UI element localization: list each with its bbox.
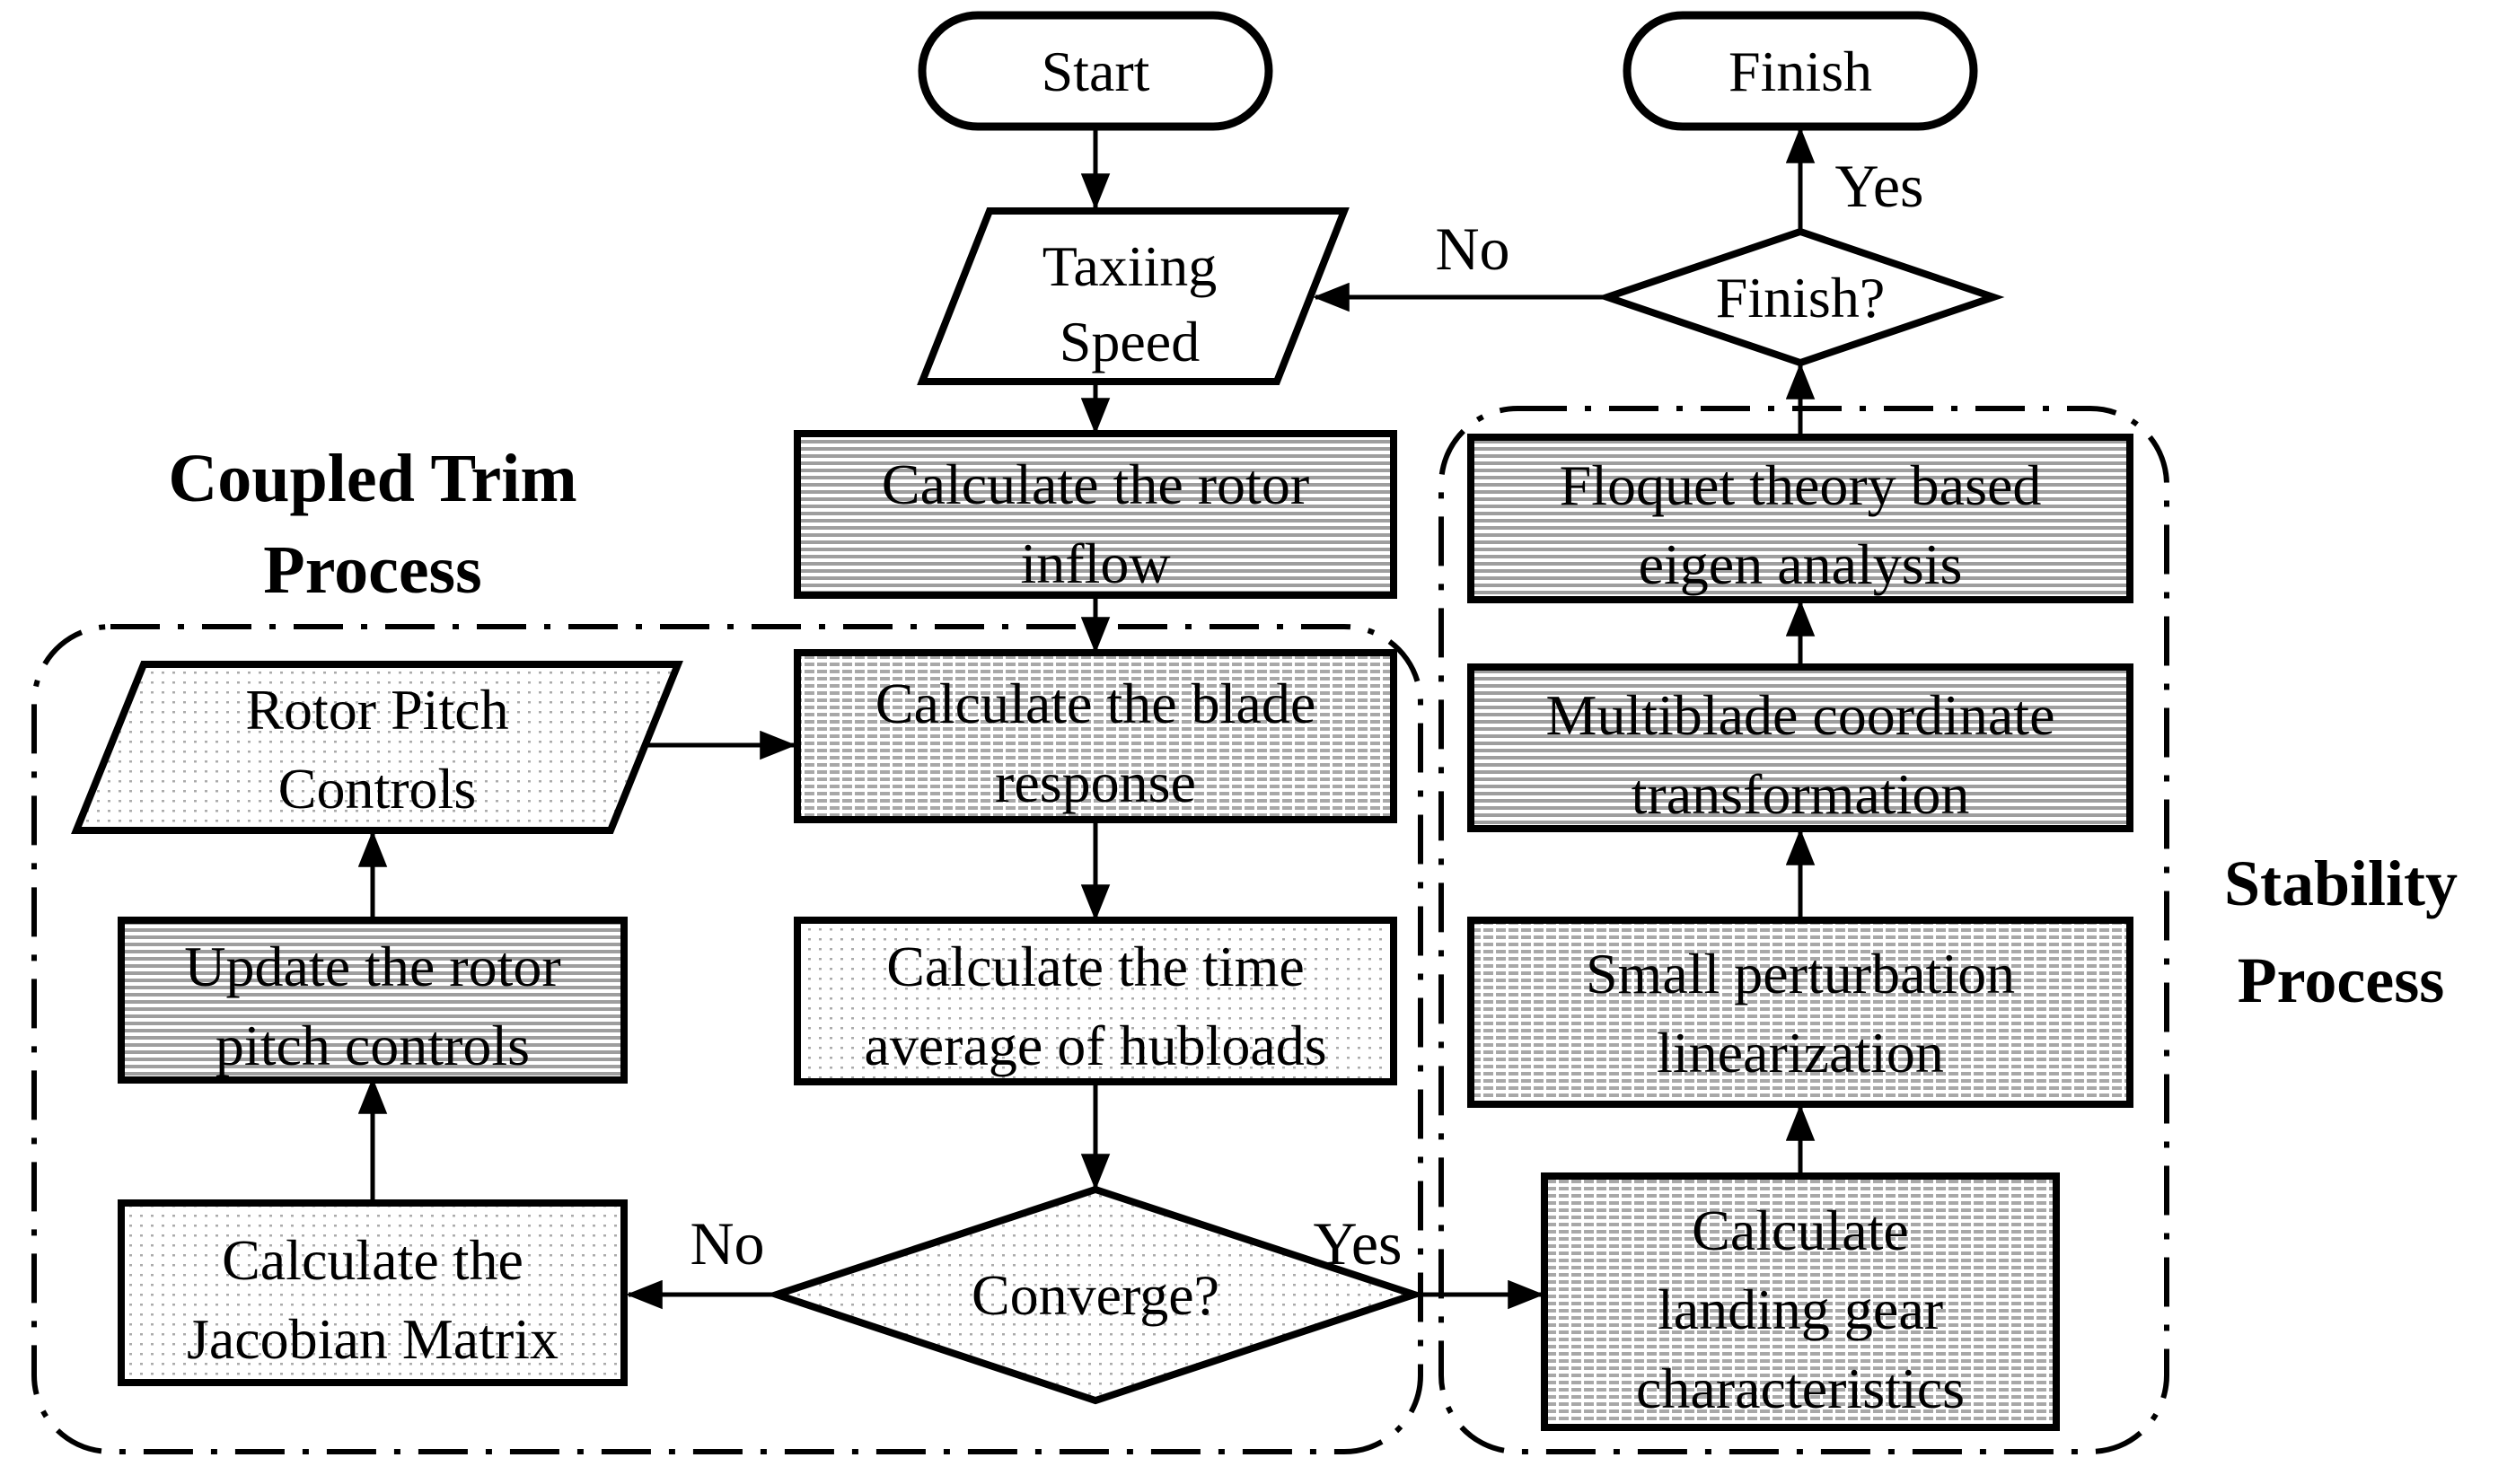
node-time-average: Calculate the time average of hubloads <box>794 917 1397 1085</box>
start-label: Start <box>1042 40 1150 103</box>
landing-gear-line2: landing gear <box>1658 1278 1943 1341</box>
jacobian-line1: Calculate the <box>222 1228 523 1292</box>
finish-label: Finish <box>1729 40 1872 103</box>
node-rotor-pitch-controls: Rotor Pitch Controls <box>71 661 683 834</box>
jacobian-box <box>118 1199 628 1386</box>
converge-q-label: Converge? <box>972 1263 1219 1327</box>
rotor-inflow-line2: inflow <box>1020 531 1170 595</box>
blade-response-box <box>794 649 1397 823</box>
node-landing-gear: Calculate landing gear characteristics <box>1541 1172 2060 1431</box>
rotor-pitch-controls-line2: Controls <box>278 757 476 821</box>
floquet-line1: Floquet theory based <box>1560 453 2042 517</box>
start-oval <box>918 11 1273 131</box>
update-pitch-line2: pitch controls <box>216 1014 530 1077</box>
node-finish: Finish <box>1623 11 1978 131</box>
node-small-perturbation: Small perturbation linearization <box>1467 917 2133 1108</box>
coupled-trim-title-line2: Process <box>263 532 481 608</box>
blade-response-line1: Calculate the blade <box>875 672 1315 735</box>
rotor-inflow-line1: Calculate the rotor <box>882 452 1309 516</box>
node-taxiing-speed: Taxiing Speed <box>917 207 1350 385</box>
finish-oval <box>1623 11 1978 131</box>
edge-label-converge-no: No <box>690 1209 764 1278</box>
node-update-pitch: Update the rotor pitch controls <box>118 917 628 1084</box>
stability-title-line2: Process <box>2238 944 2445 1016</box>
finish-q-shape <box>1596 227 2005 367</box>
time-average-line1: Calculate the time <box>886 935 1305 998</box>
taxiing-speed-line2: Speed <box>1060 310 1200 373</box>
edges <box>357 127 1816 1310</box>
node-rotor-inflow: Calculate the rotor inflow <box>794 430 1397 599</box>
stability-boundary <box>1438 406 2169 1454</box>
multiblade-box <box>1467 663 2133 832</box>
coupled-trim-title: Coupled Trim Process <box>168 441 576 608</box>
time-average-box <box>794 917 1397 1085</box>
finish-q-label: Finish? <box>1716 266 1885 329</box>
node-start: Start <box>918 11 1273 131</box>
node-blade-response: Calculate the blade response <box>794 649 1397 823</box>
edge-label-finish-no: No <box>1435 215 1509 283</box>
landing-gear-box <box>1541 1172 2060 1431</box>
rotor-pitch-controls-shape <box>71 661 683 834</box>
multiblade-line2: transformation <box>1632 762 1970 826</box>
update-pitch-box <box>118 917 628 1084</box>
blade-response-line2: response <box>995 751 1196 814</box>
taxiing-speed-shape <box>917 207 1350 385</box>
coupled-trim-title-line1: Coupled Trim <box>168 441 576 516</box>
landing-gear-line1: Calculate <box>1692 1199 1909 1262</box>
landing-gear-line3: characteristics <box>1636 1357 1965 1420</box>
update-pitch-line1: Update the rotor <box>184 935 560 998</box>
small-perturbation-box <box>1467 917 2133 1108</box>
converge-q-shape <box>765 1185 1426 1405</box>
floquet-box <box>1467 434 2133 603</box>
coupled-trim-boundary <box>31 624 1423 1454</box>
time-average-line2: average of hubloads <box>864 1014 1326 1077</box>
taxiing-speed-line1: Taxiing <box>1042 234 1218 298</box>
node-converge-q: Converge? <box>765 1185 1426 1405</box>
stability-title: Stability Process <box>2224 847 2458 1016</box>
node-jacobian: Calculate the Jacobian Matrix <box>118 1199 628 1386</box>
small-perturbation-line2: linearization <box>1657 1021 1944 1084</box>
rotor-inflow-box <box>794 430 1397 599</box>
floquet-line2: eigen analysis <box>1639 532 1963 596</box>
node-floquet: Floquet theory based eigen analysis <box>1467 434 2133 603</box>
jacobian-line2: Jacobian Matrix <box>187 1307 559 1371</box>
node-multiblade: Multiblade coordinate transformation <box>1467 663 2133 832</box>
node-finish-q: Finish? <box>1596 227 2005 367</box>
edge-label-finish-yes: Yes <box>1835 152 1924 220</box>
small-perturbation-line1: Small perturbation <box>1586 942 2015 1005</box>
rotor-pitch-controls-line1: Rotor Pitch <box>245 678 508 742</box>
multiblade-line1: Multiblade coordinate <box>1546 683 2055 747</box>
stability-title-line1: Stability <box>2224 847 2458 919</box>
